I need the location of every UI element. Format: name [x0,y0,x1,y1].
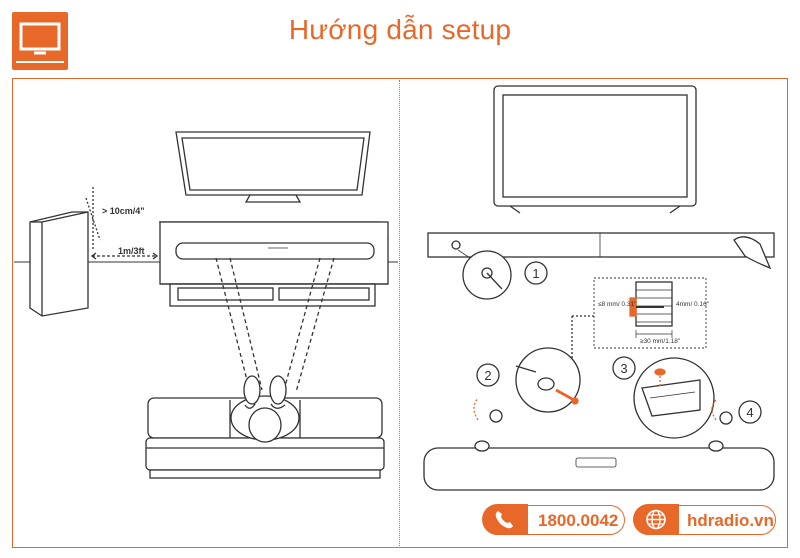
step-4-label: 4 [746,405,753,420]
panel-divider [399,80,400,546]
phone-number: 1800.0042 [538,511,619,530]
step-1-label: 1 [532,266,539,281]
screw-shaft-dimension: 4mm/ 0.16" [676,301,710,308]
tv-monitor-icon [12,12,68,70]
content-frame [12,78,788,548]
step-3-label: 3 [620,361,627,376]
website-url: hdradio.vn [687,511,774,530]
wall-distance-label: > 10cm/4" [102,206,145,216]
soundbar-right [423,440,775,491]
phone-contact[interactable]: 1800.0042 [482,504,625,535]
screw-head-dimension: ≤8 mm/ 0.31" [598,301,637,308]
sub-distance-label: 1m/3ft [118,246,145,256]
tv-left [175,131,371,203]
soundbar-left [175,242,375,260]
wall-brick-section [629,281,673,338]
viewer [230,375,300,443]
step-2-label: 2 [484,368,491,383]
globe-icon [633,504,679,535]
tv-console [158,221,390,307]
tv-right [493,85,697,214]
website-contact[interactable]: hdradio.vn [633,504,776,535]
depth-dimension: ≥30 mm/1.18" [640,338,681,345]
subwoofer [29,211,89,317]
page-title: Hướng dẫn setup [288,14,512,45]
phone-icon [482,504,528,535]
